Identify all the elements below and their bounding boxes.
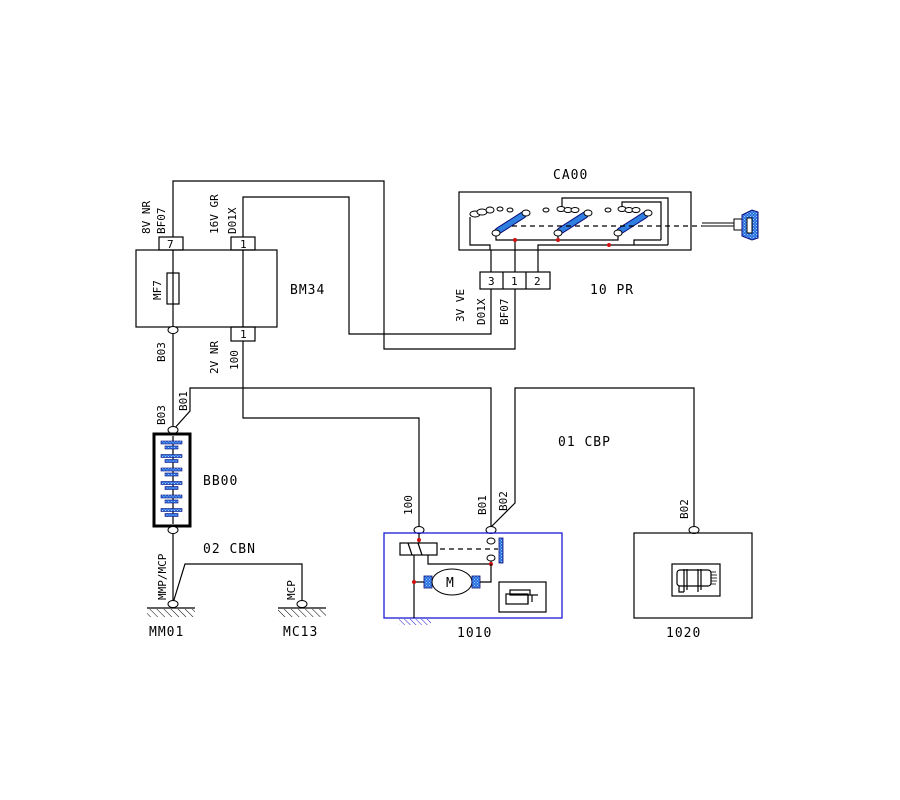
wire-label: B02: [678, 499, 691, 519]
wire-cbn: [172, 563, 303, 604]
pin-label: 3: [488, 275, 495, 288]
component-label-ca00: CA00: [553, 168, 588, 183]
ground-mc13[interactable]: MCP MC13: [278, 580, 326, 640]
alternator-1020[interactable]: 1020: [633, 526, 753, 642]
connector-label-10pr: 10 PR: [590, 283, 634, 298]
harness-label-cbp: 01 CBP: [558, 435, 611, 450]
component-label-mm01: MM01: [149, 625, 184, 640]
conn-label: 8V NR: [140, 201, 153, 234]
pin-label: 7: [167, 238, 174, 251]
fuse-mf7[interactable]: [166, 272, 180, 305]
battery-cell-plate: [160, 494, 183, 499]
battery-cell-plate: [160, 467, 183, 472]
battery-cell-plate: [164, 459, 179, 463]
wire-label: B03: [155, 342, 168, 362]
wire-label: BF07: [155, 208, 168, 235]
wire-label: B02: [497, 491, 510, 511]
ground-mm01[interactable]: MMP/MCP MM01: [147, 553, 195, 640]
ignition-switch-ca00[interactable]: CA00: [458, 168, 702, 298]
battery-cell-plate: [164, 513, 179, 517]
wire-b02: [490, 387, 695, 528]
wire-d01x: [242, 196, 492, 335]
wire-label: BF07: [498, 299, 511, 326]
harness-label-cbn: 02 CBN: [203, 542, 256, 557]
battery-cell-plate: [164, 445, 179, 450]
wire-label: 100: [228, 350, 241, 370]
conn-label: 3V VE: [454, 289, 467, 322]
component-label-1010: 1010: [457, 626, 492, 641]
alternator-icon: [671, 563, 721, 597]
wire-b01: [172, 387, 492, 527]
key-icon[interactable]: [702, 209, 759, 241]
wire-label: B01: [177, 391, 190, 411]
battery-cell-plate: [160, 481, 183, 485]
connector-pin-7[interactable]: [158, 236, 184, 251]
starter-motor-icon: [498, 581, 547, 613]
wire-bf07: [172, 180, 516, 350]
battery-cell-plate: [164, 499, 179, 504]
wire-label: D01X: [226, 207, 239, 234]
component-label-1020: 1020: [666, 626, 701, 641]
wire-100: [242, 341, 420, 527]
wires: [172, 180, 695, 604]
wire-label: MCP: [285, 580, 298, 600]
battery-bb00[interactable]: BB00: [152, 426, 238, 534]
battery-cells: [160, 440, 183, 517]
conn-label: 16V GR: [208, 194, 221, 234]
pin-label: 1: [511, 275, 518, 288]
connector-10pr[interactable]: 3 1 2: [479, 271, 551, 290]
pin-label: 1: [240, 328, 247, 341]
wire-label: D01X: [475, 298, 488, 325]
battery-cell-plate: [164, 486, 179, 490]
pin-label: 2: [534, 275, 541, 288]
battery-cell-plate: [160, 440, 183, 445]
wire-label: 100: [402, 495, 415, 515]
battery-cell-plate: [160, 454, 183, 458]
motor-symbol: M: [446, 576, 455, 591]
fuse-label: MF7: [151, 280, 164, 300]
component-label-mc13: MC13: [283, 625, 318, 640]
component-label-bm34: BM34: [290, 283, 325, 298]
component-label-bb00: BB00: [203, 474, 238, 489]
starter-1010[interactable]: M 1010: [383, 526, 563, 642]
fuse-box-bm34[interactable]: 7 1 1 MF7 BM34: [135, 236, 325, 342]
battery-cell-plate: [160, 508, 183, 512]
switch-contacts: [469, 197, 702, 272]
wire-label: MMP/MCP: [156, 553, 169, 600]
pin-label: 1: [240, 238, 247, 251]
wire-label: B03: [155, 405, 168, 425]
conn-label: 2V NR: [208, 341, 221, 374]
wire-label: B01: [476, 495, 489, 515]
battery-cell-plate: [164, 472, 179, 477]
